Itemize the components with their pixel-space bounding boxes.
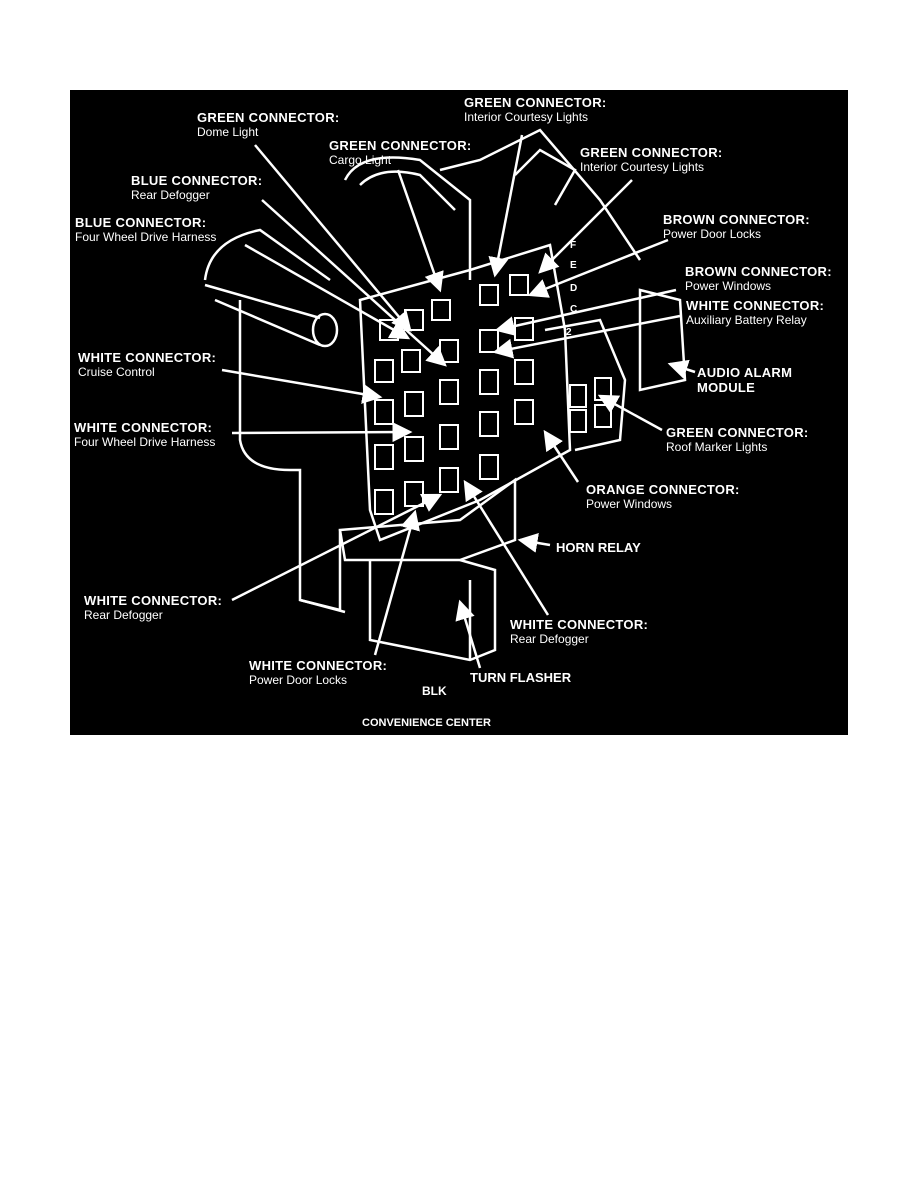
fuse-letter: C — [570, 304, 577, 315]
label-blue-4wd: BLUE CONNECTOR:Four Wheel Drive Harness — [75, 215, 216, 245]
label-aux-battery-relay: WHITE CONNECTOR:Auxiliary Battery Relay — [686, 298, 824, 328]
label-title: WHITE CONNECTOR: — [84, 593, 223, 608]
fuse-letter: D — [570, 283, 577, 294]
label-sub: Rear Defogger — [84, 608, 163, 622]
label-title: WHITE CONNECTOR: — [686, 298, 825, 313]
label-white-door-locks: WHITE CONNECTOR:Power Door Locks — [249, 658, 387, 688]
fuse-letter: F — [570, 240, 576, 251]
label-title: BLUE CONNECTOR: — [131, 173, 263, 188]
label-sub: Rear Defogger — [131, 188, 210, 202]
label-title: MODULE — [697, 380, 756, 395]
fuse-letter: 2 — [566, 327, 572, 338]
diagram-caption: CONVENIENCE CENTER — [362, 717, 491, 729]
label-sub: Interior Courtesy Lights — [580, 160, 705, 174]
label-white-rear-defogger-1: WHITE CONNECTOR:Rear Defogger — [84, 593, 222, 623]
label-sub: Rear Defogger — [510, 632, 589, 646]
label-interior-courtesy-1: GREEN CONNECTOR:Interior Courtesy Lights — [464, 95, 607, 125]
label-title: GREEN CONNECTOR: — [197, 110, 340, 125]
label-cargo-light: GREEN CONNECTOR:Cargo Light — [329, 138, 472, 168]
label-sub: Cargo Light — [329, 153, 392, 167]
label-sub: Roof Marker Lights — [666, 440, 768, 454]
label-title: GREEN CONNECTOR: — [464, 95, 607, 110]
label-title: BLUE CONNECTOR: — [75, 215, 207, 230]
label-sub: Interior Courtesy Lights — [464, 110, 589, 124]
label-sub: Auxiliary Battery Relay — [686, 313, 807, 327]
label-title: BROWN CONNECTOR: — [685, 264, 832, 279]
label-orange-power-windows: ORANGE CONNECTOR:Power Windows — [586, 482, 740, 512]
label-sub: Four Wheel Drive Harness — [74, 435, 216, 449]
label-cruise-control: WHITE CONNECTOR:Cruise Control — [78, 350, 216, 380]
label-white-rear-defogger-2: WHITE CONNECTOR:Rear Defogger — [510, 617, 648, 647]
label-title: AUDIO ALARM — [697, 365, 793, 380]
unit-body — [203, 128, 687, 662]
label-title: ORANGE CONNECTOR: — [586, 482, 740, 497]
diagram-panel — [70, 90, 848, 735]
label-dome-light: GREEN CONNECTOR:Dome Light — [197, 110, 340, 140]
fuse-letter: E — [570, 260, 577, 271]
label-sub: Power Door Locks — [663, 227, 762, 241]
label-sub: Four Wheel Drive Harness — [75, 230, 217, 244]
label-title: GREEN CONNECTOR: — [329, 138, 472, 153]
label-blk: BLK — [422, 684, 447, 698]
leader-arrows — [221, 134, 696, 669]
label-title: GREEN CONNECTOR: — [580, 145, 723, 160]
label-turn-flasher: TURN FLASHER — [470, 670, 572, 685]
label-title: WHITE CONNECTOR: — [249, 658, 388, 673]
label-title: BROWN CONNECTOR: — [663, 212, 810, 227]
label-sub: Power Door Locks — [249, 673, 348, 687]
label-title: WHITE CONNECTOR: — [74, 420, 213, 435]
label-white-4wd: WHITE CONNECTOR:Four Wheel Drive Harness — [74, 420, 215, 450]
label-sub: Cruise Control — [78, 365, 155, 379]
label-sub: Dome Light — [197, 125, 259, 139]
label-blue-rear-defogger: BLUE CONNECTOR:Rear Defogger — [131, 173, 262, 203]
label-title: WHITE CONNECTOR: — [510, 617, 649, 632]
label-brown-door-locks: BROWN CONNECTOR:Power Door Locks — [663, 212, 810, 242]
fuse-letters: F E D C 2 — [566, 240, 577, 338]
label-brown-power-windows: BROWN CONNECTOR:Power Windows — [685, 264, 832, 294]
label-sub: Power Windows — [685, 279, 772, 293]
label-roof-marker: GREEN CONNECTOR:Roof Marker Lights — [666, 425, 809, 455]
label-title: WHITE CONNECTOR: — [78, 350, 217, 365]
label-title: GREEN CONNECTOR: — [666, 425, 809, 440]
label-sub: Power Windows — [586, 497, 673, 511]
label-interior-courtesy-2: GREEN CONNECTOR:Interior Courtesy Lights — [580, 145, 723, 175]
label-horn-relay: HORN RELAY — [556, 540, 641, 555]
